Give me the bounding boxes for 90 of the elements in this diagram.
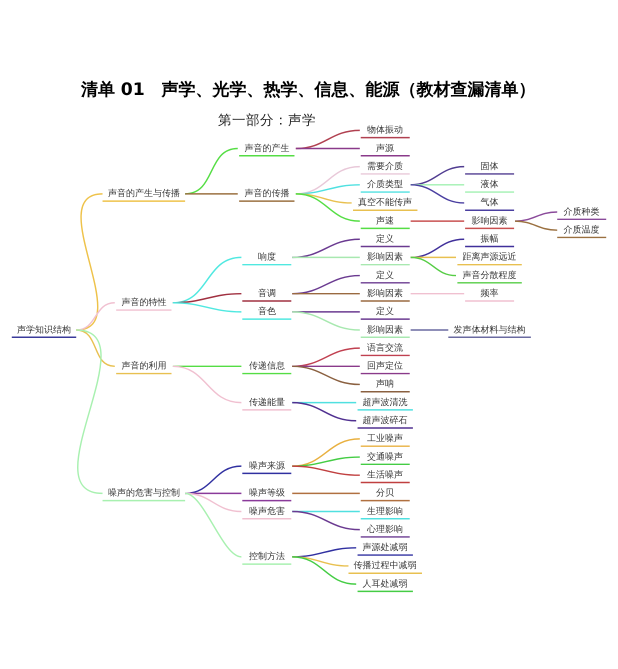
- node-text: 交通噪声: [367, 452, 404, 462]
- connector: [292, 492, 360, 494]
- connector: [292, 464, 360, 476]
- node-text: 声音的产生: [244, 143, 290, 154]
- diagram-title: 清单 01 声学、光学、热学、信息、能源（教材查漏清单）: [80, 80, 536, 100]
- node-text: 声呐: [376, 379, 394, 390]
- connector: [292, 292, 360, 294]
- node-text: 真空不能传声: [358, 198, 412, 208]
- node-text: 距离声源远近: [462, 252, 517, 262]
- connector: [185, 492, 242, 494]
- connector: [292, 556, 356, 584]
- node-text: 传递能量: [248, 397, 285, 408]
- node-text: 传递信息: [248, 361, 285, 372]
- node-text: 回声定位: [367, 361, 404, 372]
- connector: [410, 238, 464, 258]
- node-text: 物体振动: [367, 125, 404, 136]
- node-text: 声速: [376, 216, 394, 226]
- connector: [296, 192, 360, 222]
- node-text: 定义: [376, 270, 394, 280]
- connector: [172, 365, 242, 367]
- connector: [296, 129, 360, 149]
- node-text: 声源处减弱: [362, 542, 408, 553]
- node-text: 频率: [480, 288, 499, 298]
- node-text: 人耳处减弱: [362, 578, 408, 589]
- connector: [76, 302, 115, 330]
- connector: [514, 210, 558, 222]
- node-text: 定义: [376, 306, 394, 317]
- node-text: 声音的传播: [244, 188, 290, 199]
- node-text: 影响因素: [367, 324, 404, 335]
- node-text: 振幅: [480, 234, 499, 244]
- connector: [292, 274, 360, 294]
- node-text: 音色: [258, 306, 276, 317]
- node-text: 介质种类: [564, 206, 600, 217]
- node-text: 噪声等级: [248, 488, 285, 498]
- node-text: 噪声来源: [248, 460, 285, 471]
- node-text: 液体: [480, 180, 499, 190]
- node-text: 声音的利用: [121, 361, 166, 372]
- node-text: 定义: [376, 234, 394, 244]
- node-text: 影响因素: [472, 216, 508, 226]
- label: 第一部分：声学: [218, 112, 316, 128]
- node-text: 影响因素: [367, 288, 404, 298]
- connector: [410, 256, 456, 258]
- connector: [292, 238, 360, 258]
- node-text: 影响因素: [367, 252, 404, 262]
- node-text: 控制方法: [248, 552, 285, 562]
- node-text: 声音的特性: [121, 298, 166, 308]
- connector: [514, 220, 558, 230]
- node-text: 超声波碎石: [362, 416, 408, 426]
- connector: [185, 147, 238, 194]
- node-text: 生理影响: [367, 506, 404, 516]
- node-text: 分贝: [376, 488, 394, 498]
- node-text: 噪声危害: [248, 506, 285, 516]
- node-text: 传播过程中减弱: [354, 560, 417, 571]
- connector: [185, 192, 238, 194]
- connector: [410, 292, 464, 294]
- connector: [185, 464, 242, 494]
- connector: [172, 365, 242, 403]
- connector: [292, 365, 360, 385]
- connector: [410, 220, 464, 222]
- connector: [76, 328, 103, 494]
- node-text: 超声波清洗: [362, 397, 408, 408]
- node-text: 心理影响: [367, 524, 404, 534]
- node-text: 声音的产生与传播: [108, 188, 180, 199]
- connector: [292, 310, 360, 330]
- connector: [292, 401, 356, 421]
- connector: [296, 192, 352, 204]
- node-text: 音调: [258, 288, 276, 298]
- node-text: 声源: [376, 143, 394, 154]
- node-text: 生活噪声: [367, 470, 404, 480]
- connector: [185, 492, 242, 512]
- connector: [184, 492, 242, 558]
- connector: [292, 556, 348, 566]
- connector: [410, 328, 448, 330]
- node-text: 气体: [480, 198, 499, 208]
- node-text: 发声体材料与结构: [454, 324, 526, 335]
- connector: [410, 256, 456, 276]
- node-text: 固体: [480, 161, 499, 172]
- node-text: 介质类型: [367, 180, 404, 190]
- connector: [172, 302, 242, 312]
- node-text: 噪声的危害与控制: [108, 488, 180, 498]
- connector: [410, 184, 464, 204]
- connector: [296, 147, 360, 149]
- node-text: 需要介质: [367, 161, 404, 172]
- node-text: 响度: [258, 252, 276, 262]
- node-text: 声学知识结构: [17, 324, 72, 335]
- connector: [292, 256, 360, 258]
- node-text: 介质温度: [564, 224, 600, 235]
- node-text: 工业噪声: [367, 434, 404, 444]
- node-text: 声音分散程度: [462, 270, 517, 280]
- node-text: 语言交流: [367, 342, 404, 353]
